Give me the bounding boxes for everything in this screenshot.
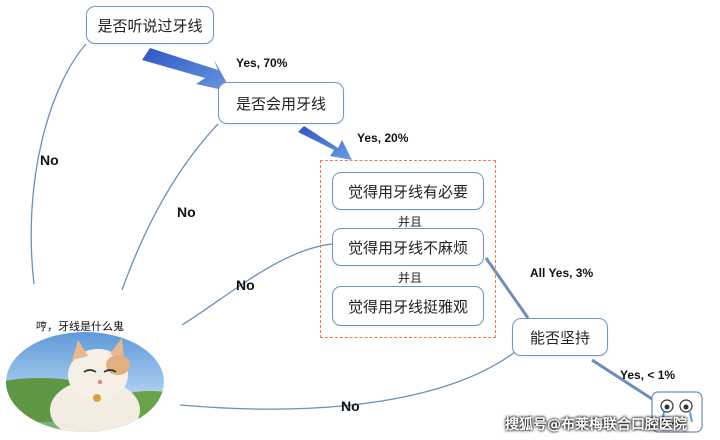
node-fashionable: 觉得用牙线挺雅观	[332, 286, 484, 326]
watermark: 搜狐号@布莱梅联合口腔医院	[505, 417, 687, 433]
conditions-group	[320, 160, 496, 338]
edge-label-allyes: All Yes, 3%	[530, 266, 594, 280]
node-heard-of-floss: 是否听说过牙线	[86, 6, 214, 44]
edge-label-no-2: No	[177, 204, 196, 220]
no-line-3	[181, 243, 333, 326]
no-line-4	[179, 351, 516, 410]
yes-arrow-1	[142, 48, 232, 92]
edge-label-no-4: No	[341, 398, 360, 414]
yes-arrow-2	[298, 126, 352, 160]
edge-label-no-3: No	[236, 277, 255, 293]
and-connector-1: 并且	[398, 215, 423, 229]
and-connector-2: 并且	[398, 271, 423, 285]
node-can-use-floss: 是否会用牙线	[218, 82, 344, 124]
node-necessary: 觉得用牙线有必要	[332, 172, 484, 210]
allyes-line	[484, 257, 530, 319]
node-persist: 能否坚持	[512, 318, 608, 356]
edge-label-yes20: Yes, 20%	[357, 131, 409, 145]
no-line-2	[121, 123, 219, 291]
edge-label-yes1: Yes, < 1%	[620, 368, 676, 382]
smiling-cat-photo	[6, 332, 164, 432]
no-line-1	[30, 43, 87, 285]
node-not-troublesome: 觉得用牙线不麻烦	[332, 228, 484, 266]
cat-caption: 哼，牙线是什么鬼	[36, 320, 124, 333]
crying-face-icon	[651, 391, 703, 433]
edge-label-no-1: No	[40, 152, 59, 168]
edge-label-yes70: Yes, 70%	[236, 56, 288, 70]
